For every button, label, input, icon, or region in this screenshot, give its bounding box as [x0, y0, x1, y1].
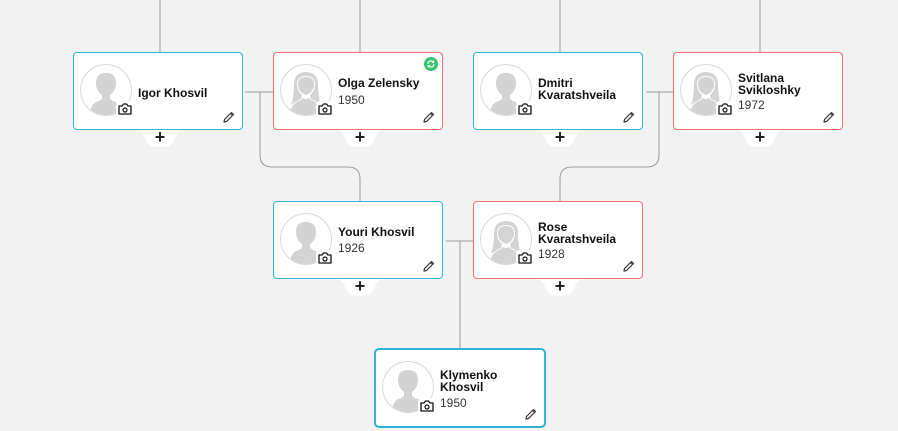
- add-relative-button[interactable]: +: [535, 276, 585, 301]
- camera-icon[interactable]: [716, 101, 734, 116]
- person-year: 1950: [338, 93, 365, 107]
- person-card-rose-kvaratshveila[interactable]: Rose Kvaratshveila 1928: [473, 201, 643, 279]
- plus-icon: +: [554, 127, 566, 147]
- person-name: Youri Khosvil: [338, 225, 415, 239]
- person-year: 1928: [538, 247, 565, 261]
- sync-icon[interactable]: [424, 57, 438, 71]
- camera-icon[interactable]: [116, 101, 134, 116]
- pencil-icon[interactable]: [622, 259, 636, 273]
- plus-icon: +: [754, 127, 766, 147]
- person-card-dmitri-kvaratshveila[interactable]: Dmitri Kvaratshveila: [473, 52, 643, 130]
- plus-icon: +: [154, 127, 166, 147]
- pencil-icon[interactable]: [822, 110, 836, 124]
- camera-icon[interactable]: [316, 250, 334, 265]
- add-relative-button[interactable]: +: [535, 127, 585, 152]
- person-name: Svitlana Svikloshky: [738, 71, 801, 97]
- person-card-youri-khosvil[interactable]: Youri Khosvil 1926: [273, 201, 443, 279]
- add-relative-button[interactable]: +: [335, 127, 385, 152]
- pencil-icon[interactable]: [524, 407, 538, 421]
- add-relative-button[interactable]: +: [135, 127, 185, 152]
- pencil-icon[interactable]: [222, 110, 236, 124]
- male-avatar-icon: [280, 213, 332, 265]
- person-year: 1972: [738, 98, 765, 112]
- person-name: Igor Khosvil: [138, 86, 208, 100]
- camera-icon[interactable]: [516, 250, 534, 265]
- camera-icon[interactable]: [418, 398, 436, 413]
- male-avatar-icon: [382, 361, 434, 413]
- add-relative-button[interactable]: +: [335, 276, 385, 301]
- person-card-olga-zelensky[interactable]: Olga Zelensky 1950: [273, 52, 443, 130]
- person-name: Olga Zelensky: [338, 76, 420, 90]
- person-year: 1950: [440, 396, 467, 410]
- person-card-igor-khosvil[interactable]: Igor Khosvil: [73, 52, 243, 130]
- camera-icon[interactable]: [316, 101, 334, 116]
- add-relative-button[interactable]: +: [735, 127, 785, 152]
- person-name: Rose Kvaratshveila: [538, 220, 617, 246]
- person-card-klymenko-khosvil[interactable]: Klymenko Khosvil 1950: [374, 348, 546, 428]
- camera-icon[interactable]: [516, 101, 534, 116]
- pencil-icon[interactable]: [422, 259, 436, 273]
- person-year: 1926: [338, 241, 365, 255]
- person-name: Dmitri Kvaratshveila: [538, 76, 617, 102]
- plus-icon: +: [354, 127, 366, 147]
- person-name: Klymenko Khosvil: [440, 368, 498, 394]
- pencil-icon[interactable]: [622, 110, 636, 124]
- pencil-icon[interactable]: [422, 110, 436, 124]
- person-card-svitlana-svikloshky[interactable]: Svitlana Svikloshky 1972: [673, 52, 843, 130]
- plus-icon: +: [554, 276, 566, 296]
- plus-icon: +: [354, 276, 366, 296]
